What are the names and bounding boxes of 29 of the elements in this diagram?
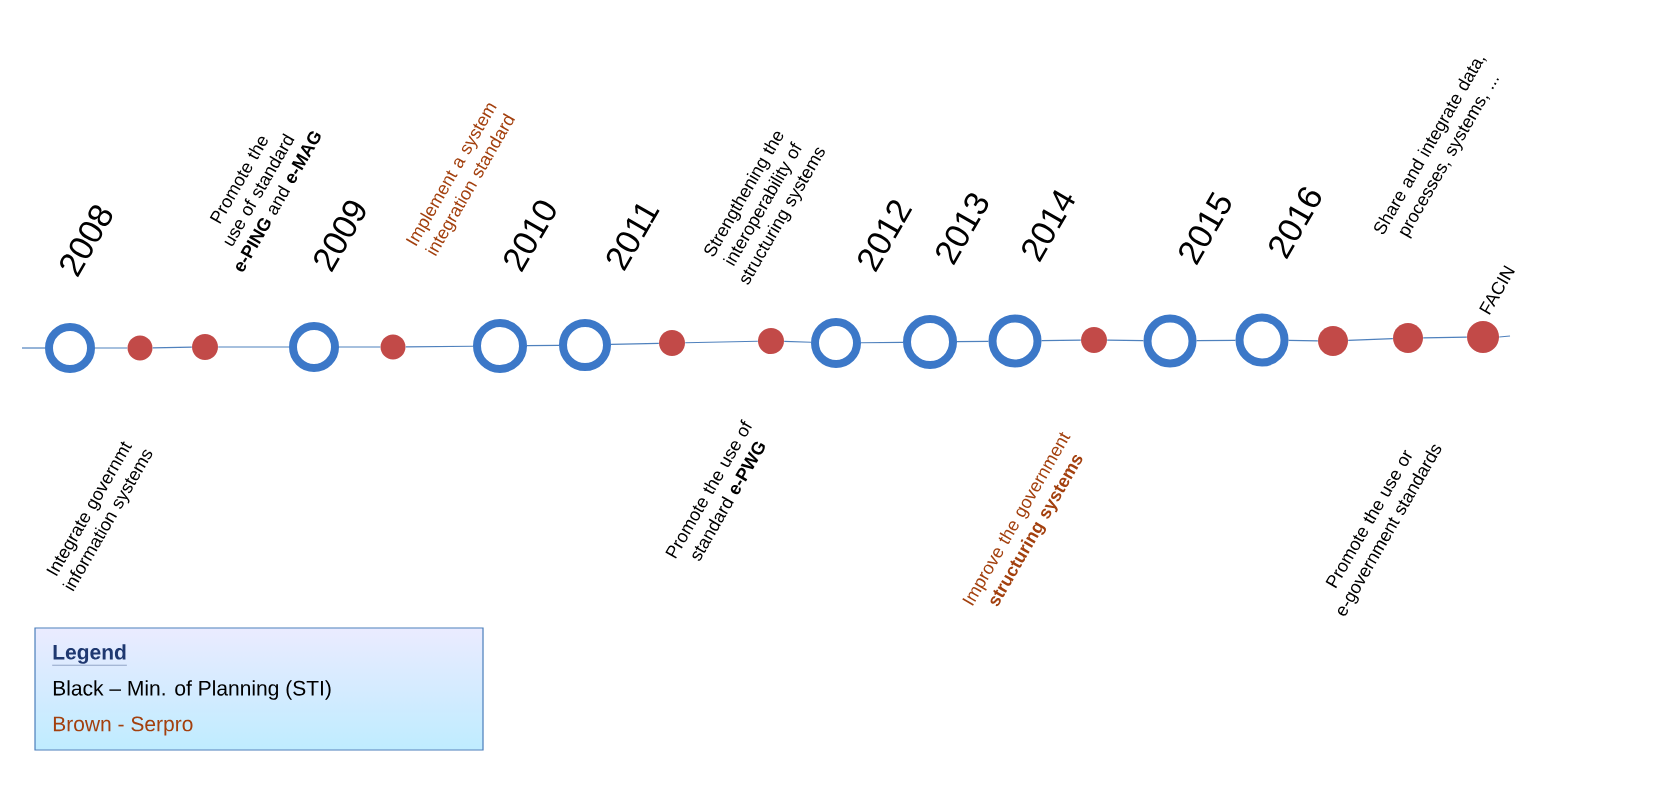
event-dot bbox=[1467, 321, 1499, 353]
timeline-line bbox=[94, 347, 128, 349]
legend-title: Legend bbox=[52, 644, 128, 666]
timeline-line bbox=[1347, 338, 1394, 341]
timeline-line bbox=[684, 340, 759, 344]
event-dot bbox=[192, 334, 218, 360]
event-dot bbox=[758, 328, 784, 354]
timeline-line bbox=[1422, 336, 1468, 339]
event-dot bbox=[1393, 323, 1423, 353]
event-dot bbox=[1318, 326, 1348, 356]
timeline-line bbox=[1106, 339, 1145, 342]
event-dot bbox=[127, 335, 153, 361]
legend-entry: Black – Min. of Planning (STI) bbox=[53, 680, 331, 700]
event-dot bbox=[380, 334, 406, 360]
event-dot bbox=[1081, 327, 1107, 353]
timeline-line bbox=[1287, 339, 1319, 342]
timeline-line bbox=[405, 345, 474, 348]
timeline-line bbox=[956, 340, 990, 343]
timeline-line bbox=[1195, 339, 1237, 342]
legend-entry: Brown - Serpro bbox=[53, 716, 193, 736]
timeline-line bbox=[1040, 339, 1082, 342]
timeline-line bbox=[152, 346, 193, 349]
timeline-line bbox=[860, 341, 904, 344]
timeline-line bbox=[783, 340, 812, 343]
timeline-line bbox=[526, 344, 560, 347]
timeline-line bbox=[338, 346, 381, 348]
event-dot bbox=[659, 330, 685, 356]
timeline-line bbox=[217, 346, 290, 348]
timeline-line bbox=[610, 342, 660, 345]
